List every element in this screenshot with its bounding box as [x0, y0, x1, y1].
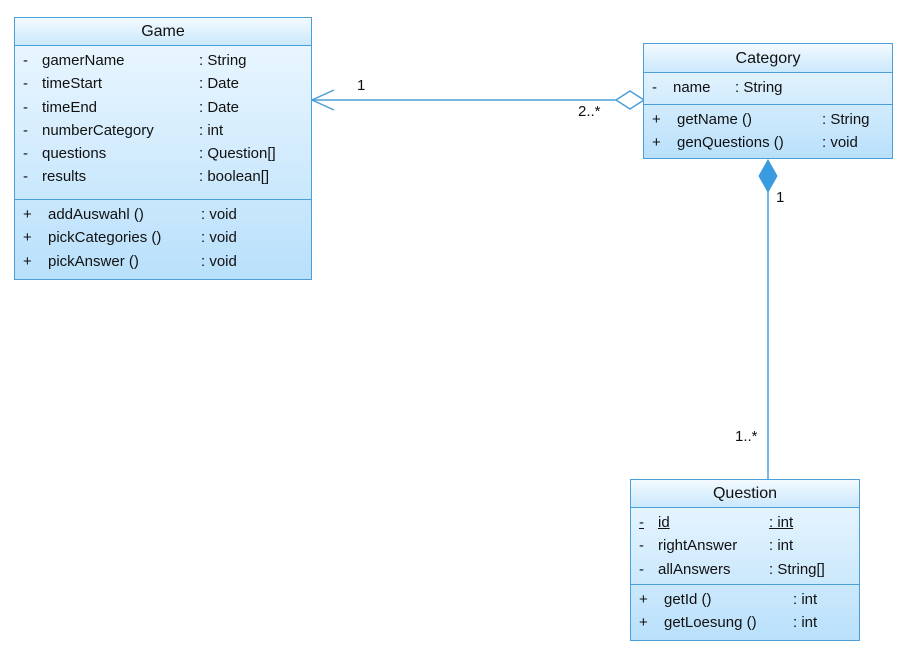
operation-row: + getLoesung () : int [639, 614, 818, 632]
attribute-row: - timeEnd : Date [23, 98, 240, 116]
multiplicity-category-end: 2..* [578, 103, 601, 120]
operation-row: + getId () : int [639, 591, 818, 608]
class-question[interactable]: Question - id : int - rightAnswer : int … [630, 479, 860, 641]
attribute-row: - name : String [652, 79, 783, 96]
multiplicity-question-end: 1..* [735, 428, 758, 445]
operation-row: + pickAnswer () : void [23, 252, 237, 270]
operation-row: + addAuswahl () : void [23, 206, 237, 223]
operation-row: + genQuestions () : void [652, 134, 858, 152]
class-game[interactable]: Game - gamerName : String - timeStart : … [14, 17, 312, 280]
class-name: Question [631, 480, 859, 508]
attributes-section: - gamerName : String - timeStart : Date … [15, 46, 311, 200]
attribute-row: - gamerName : String [23, 52, 247, 69]
attribute-row: - id : int [639, 514, 794, 531]
composition-diamond [758, 158, 778, 194]
class-category[interactable]: Category - name : String + getName () : … [643, 43, 893, 159]
navigation-arrow [310, 89, 335, 111]
attribute-row: - questions : Question[] [23, 145, 276, 163]
operation-row: + pickCategories () : void [23, 229, 237, 247]
operation-row: + getName () : String [652, 111, 870, 128]
attributes-section: - name : String [644, 73, 892, 105]
aggregation-diamond [614, 90, 646, 110]
attribute-row: - results : boolean[] [23, 168, 270, 186]
class-name: Game [15, 18, 311, 46]
class-name: Category [644, 44, 892, 73]
attribute-row: - numberCategory : int [23, 121, 224, 139]
attributes-section: - id : int - rightAnswer : int - allAnsw… [631, 508, 859, 585]
multiplicity-game-end: 1 [357, 77, 366, 94]
operations-section: + getName () : String + genQuestions () … [644, 105, 892, 155]
operations-section: + getId () : int + getLoesung () : int [631, 585, 859, 635]
attribute-row: - timeStart : Date [23, 75, 240, 93]
multiplicity-composition-category-end: 1 [776, 189, 785, 206]
attribute-row: - rightAnswer : int [639, 537, 794, 555]
operations-section: + addAuswahl () : void + pickCategories … [15, 200, 311, 273]
attribute-row: - allAnswers : String[] [639, 560, 825, 578]
